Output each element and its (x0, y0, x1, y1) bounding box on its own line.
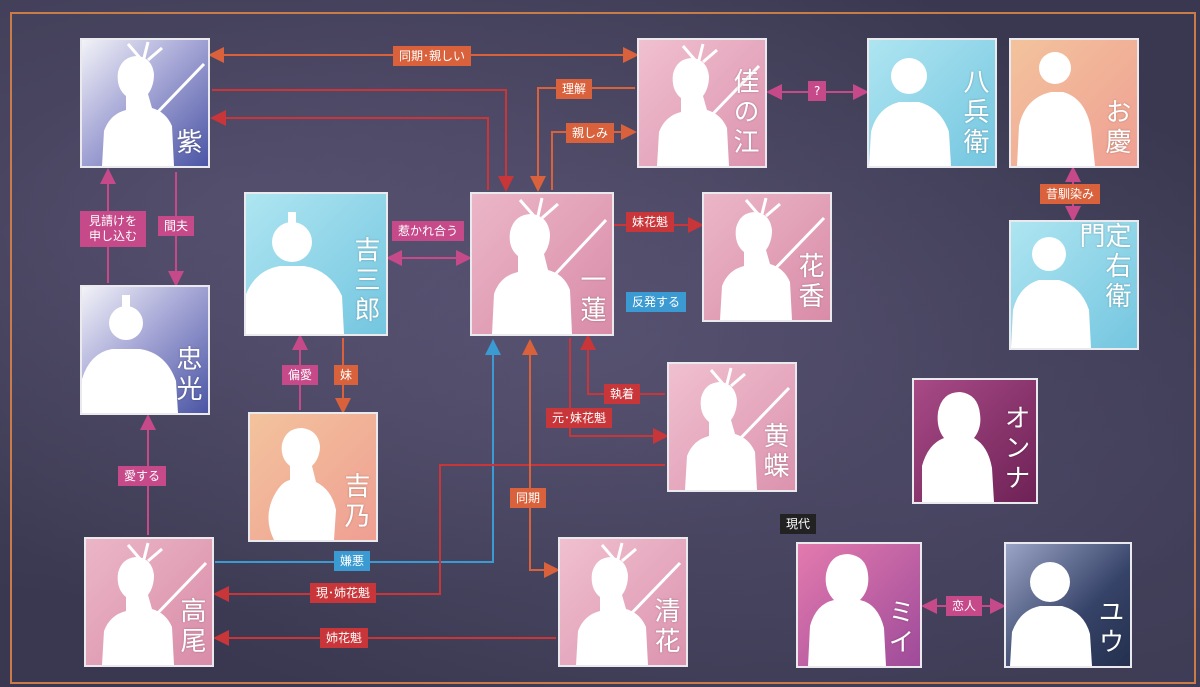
label-shuchaku: 執着 (604, 384, 641, 405)
samurai-silhouette-icon (246, 212, 344, 334)
card-tadamitsu: 忠光 (80, 285, 210, 415)
oiran-silhouette-icon (685, 367, 791, 490)
label-gendai: 現代 (780, 514, 817, 535)
card-hanaka: 花香 (702, 192, 832, 322)
name-ichiren: 一蓮 (576, 266, 606, 326)
label-imoto-oiran: 妹花魁 (626, 212, 675, 233)
card-okei: お慶 (1009, 38, 1139, 168)
label-gen-ane-oiran: 現･姉花魁 (310, 583, 377, 604)
oiran-silhouette-icon (576, 542, 682, 665)
label-rikai: 理解 (556, 79, 593, 100)
oiran-silhouette-icon (657, 43, 761, 166)
label-hanpatsu: 反発する (626, 292, 687, 313)
name-kocho: 黄蝶 (759, 422, 789, 482)
card-yoshiro: 吉三郎 (244, 192, 388, 336)
card-onna: オンナ (912, 378, 1038, 504)
woman-silhouette-icon (268, 428, 336, 540)
card-yoshino: 吉乃 (248, 412, 378, 542)
label-doki: 同期 (510, 488, 547, 509)
line-takao-ichiren (215, 339, 501, 563)
samurai-silhouette-icon (82, 295, 178, 413)
oiran-silhouette-icon (492, 197, 608, 334)
card-kanoe: 佳の江 (637, 38, 767, 168)
card-mii: ミイ (796, 542, 922, 668)
label-imoto: 妹 (334, 365, 359, 386)
name-okei: お慶 (1101, 98, 1131, 158)
card-murasaki: 紫 (80, 38, 210, 168)
name-mii: ミイ (884, 598, 914, 658)
woman-silhouette-icon (808, 554, 886, 666)
label-henai: 偏愛 (282, 365, 319, 386)
name-takao: 高尾 (176, 597, 206, 657)
card-takao: 高尾 (84, 537, 214, 667)
name-tadamitsu: 忠光 (172, 345, 202, 405)
name-kanoe: 佳の江 (729, 68, 759, 158)
label-miuke: 見請けを申し込む (80, 211, 146, 247)
card-yuu: ユウ (1004, 542, 1132, 668)
card-hachibei: 八兵衛 (867, 38, 997, 168)
label-shitashimi: 親しみ (566, 123, 615, 144)
name-onna: オンナ (1000, 404, 1030, 494)
label-koibito: 恋人 (946, 596, 983, 617)
label-moto-imoto-oiran: 元･妹花魁 (546, 408, 613, 429)
oiran-silhouette-icon (102, 542, 208, 665)
label-osananajimi: 昔馴染み (1040, 184, 1101, 205)
line-ichiren-murasaki (210, 110, 489, 190)
name-sadaemon: 定右衛門 (1075, 222, 1131, 312)
name-hachibei: 八兵衛 (959, 68, 989, 158)
oiran-silhouette-icon (102, 41, 206, 166)
diagram-frame (10, 12, 1196, 684)
woman-silhouette-icon (922, 392, 994, 502)
label-mabu: 間夫 (158, 216, 195, 237)
label-ane-oiran: 姉花魁 (320, 628, 369, 649)
card-kiyohana: 清花 (558, 537, 688, 667)
woman-silhouette-icon (1017, 52, 1095, 166)
name-yoshino: 吉乃 (340, 472, 370, 532)
card-kocho: 黄蝶 (667, 362, 797, 492)
line-murasaki-ichiren (212, 89, 514, 192)
card-sadaemon: 定右衛門 (1009, 220, 1139, 350)
name-kiyohana: 清花 (650, 597, 680, 657)
man-silhouette-icon (1010, 562, 1092, 666)
label-hikare-au: 惹かれ合う (392, 221, 465, 242)
line-ichiren-kocho (569, 338, 669, 444)
name-yoshiro: 吉三郎 (350, 236, 380, 326)
oiran-silhouette-icon (720, 197, 826, 320)
line-kanoe-ichiren-rikai (530, 87, 635, 192)
name-murasaki: 紫 (172, 128, 202, 158)
label-doki-shitashii: 同期･親しい (393, 46, 472, 67)
name-hanaka: 花香 (794, 252, 824, 312)
name-yuu: ユウ (1094, 598, 1124, 658)
card-ichiren: 一蓮 (470, 192, 614, 336)
label-question: ? (808, 81, 827, 102)
label-aisuru: 愛する (118, 466, 167, 487)
line-ichiren-kiyohana (522, 339, 560, 578)
man-silhouette-icon (869, 58, 951, 166)
man-silhouette-icon (1011, 237, 1091, 348)
label-keno: 嫌悪 (334, 551, 371, 572)
